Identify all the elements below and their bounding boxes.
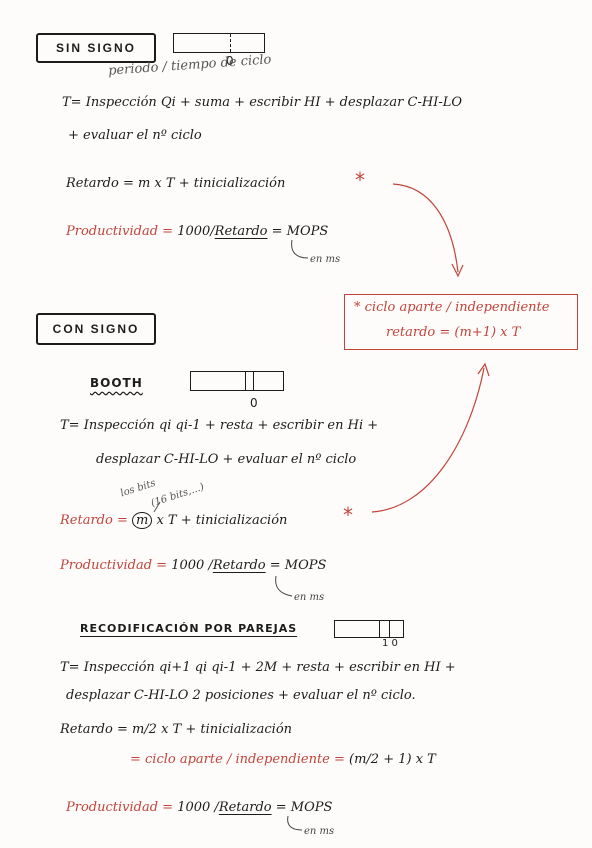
recod-retardo-text: Retardo = m/2 x T + tinicialización xyxy=(60,722,293,737)
booth-t-line2: desplazar C-HI-LO + evaluar el nº ciclo xyxy=(96,452,357,467)
booth-star: * xyxy=(343,503,353,527)
booth-prod-mops: = MOPS xyxy=(265,558,327,573)
booth-retardo-rest: x T + tinicialización xyxy=(152,513,288,528)
booth-retardo: Retardo = m x T + tinicialización xyxy=(60,512,288,529)
recod-productividad: Productividad = 1000 /Retardo = MOPS xyxy=(66,800,332,815)
hook-booth xyxy=(275,575,293,597)
booth-title: BOOTH xyxy=(90,376,143,390)
con-signo-title: CON SIGNO xyxy=(36,313,156,345)
recod-t-line2: desplazar C-HI-LO 2 posiciones + evaluar… xyxy=(66,688,416,703)
recod-en-ms: en ms xyxy=(304,826,335,837)
arrow-booth xyxy=(371,367,485,513)
side-note-box xyxy=(344,294,578,350)
arrow-sin-signo xyxy=(392,183,459,273)
booth-los-bits: los bits xyxy=(119,477,158,500)
con-signo-title-text: CON SIGNO xyxy=(52,322,140,336)
sin-signo-prod-mops: = MOPS xyxy=(267,224,329,239)
sin-signo-register-digit: 0 xyxy=(226,54,234,68)
recod-register xyxy=(334,620,404,638)
recod-retardo: Retardo = m/2 x T + tinicialización xyxy=(60,722,292,737)
booth-retardo-label: Retardo = xyxy=(60,513,132,528)
booth-productividad: Productividad = 1000 /Retardo = MOPS xyxy=(60,558,326,573)
recod-t-line1-text: T= Inspección qi+1 qi qi-1 + 2M + resta … xyxy=(60,660,456,675)
sin-signo-title: SIN SIGNO xyxy=(36,33,156,63)
recod-prod-retardo: Retardo xyxy=(218,800,272,815)
booth-prod-label: Productividad = xyxy=(60,558,172,573)
recod-t-line1: T= Inspección qi+1 qi qi-1 + 2M + resta … xyxy=(60,660,456,675)
recod-ciclo-label: = ciclo aparte / independiente = xyxy=(130,752,350,767)
recod-prod-1000: 1000 / xyxy=(177,800,219,815)
recod-prod-label: Productividad = xyxy=(66,800,178,815)
booth-prod-1000: 1000 / xyxy=(171,558,213,573)
recod-prod-mops: = MOPS xyxy=(271,800,333,815)
sin-signo-register xyxy=(173,33,265,53)
booth-16-bits: (16 bits,...) xyxy=(149,481,206,510)
sin-signo-retardo-text: Retardo = m x T + tinicialización xyxy=(66,176,286,191)
side-note-line1: * ciclo aparte / independiente xyxy=(354,300,550,315)
side-note-line2: retardo = (m+1) x T xyxy=(386,325,521,340)
recod-register-digits: 1 0 xyxy=(382,638,398,649)
booth-register-digit: 0 xyxy=(250,396,258,410)
sin-signo-prod-label: Productividad = xyxy=(66,224,178,239)
sin-signo-t-line2: + evaluar el nº ciclo xyxy=(68,128,202,143)
sin-signo-en-ms: en ms xyxy=(310,254,341,265)
hook-sin-signo xyxy=(291,239,309,259)
sin-signo-retardo: Retardo = m x T + tinicialización xyxy=(66,176,285,191)
sin-signo-star: * xyxy=(355,168,365,192)
sin-signo-productividad: Productividad = 1000/Retardo = MOPS xyxy=(66,224,328,239)
recod-ciclo: = ciclo aparte / independiente = (m/2 + … xyxy=(130,752,436,767)
hook-recod xyxy=(287,815,303,831)
booth-en-ms: en ms xyxy=(294,592,325,603)
sin-signo-t-line1: T= Inspección Qi + suma + escribir HI + … xyxy=(62,95,463,110)
sin-signo-prod-1000: 1000/ xyxy=(177,224,215,239)
sin-signo-title-text: SIN SIGNO xyxy=(55,41,136,55)
booth-register xyxy=(190,371,284,391)
booth-t-line1: T= Inspección qi qi-1 + resta + escribir… xyxy=(60,418,379,433)
recod-title: RECODIFICACIÓN POR PAREJAS xyxy=(80,622,298,635)
booth-retardo-m: m xyxy=(131,512,153,529)
recod-ciclo-formula: (m/2 + 1) x T xyxy=(349,752,436,767)
sin-signo-prod-retardo: Retardo xyxy=(214,224,268,239)
booth-prod-retardo: Retardo xyxy=(212,558,266,573)
